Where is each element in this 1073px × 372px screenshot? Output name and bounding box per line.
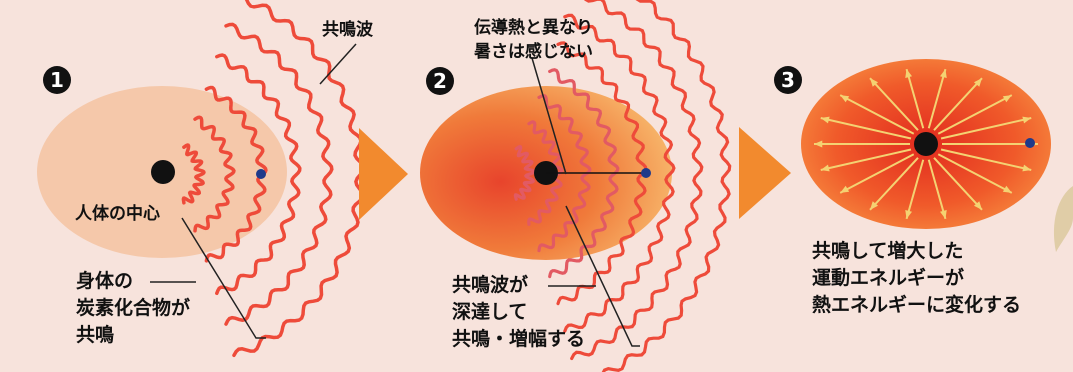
- caption-line: 身体の: [76, 270, 134, 292]
- radial-arrow-head: [820, 164, 830, 172]
- radial-arrow-head: [939, 209, 947, 219]
- radial-arrow: [905, 159, 925, 220]
- radial-arrow-head: [870, 201, 879, 210]
- top-label-leader: [531, 57, 567, 175]
- caption-line: 伝導熱と異なり: [474, 18, 593, 38]
- caption-line: 深達して: [452, 301, 528, 323]
- radial-arrow: [940, 148, 1032, 171]
- radial-arrow-head: [814, 140, 823, 148]
- triangle-arrow-right-icon: [739, 127, 791, 219]
- step-badge-1: 1: [43, 66, 71, 94]
- resonance-wave: [563, 13, 676, 333]
- radial-arrow-head: [840, 185, 850, 193]
- resonance-wave: [548, 68, 620, 279]
- body-center-dot: [914, 132, 938, 156]
- radial-arrow: [940, 117, 1032, 140]
- caption-line: 共鳴・増幅する: [452, 328, 586, 350]
- panel-2-graphic: [420, 0, 732, 372]
- radial-arrow: [839, 153, 915, 194]
- radial-arrow: [937, 94, 1013, 135]
- radial-arrow: [933, 77, 983, 131]
- radial-arrow-head: [973, 201, 982, 210]
- panel-3-graphic: [801, 59, 1051, 229]
- wave-label: 共鳴波: [322, 20, 373, 40]
- radial-arrow: [869, 77, 919, 131]
- radial-arrow-head: [870, 78, 879, 87]
- resonance-waves-deep: [513, 0, 732, 372]
- leaf-decoration: [1053, 186, 1073, 252]
- radial-arrow-head: [1022, 164, 1032, 172]
- resonance-wave: [181, 143, 206, 205]
- panel-2-caption: 共鳴波が 深達して 共鳴・増幅する: [452, 272, 585, 353]
- radial-arrow: [869, 157, 919, 211]
- resonance-wave: [193, 115, 236, 233]
- radial-arrow: [820, 148, 912, 171]
- panel-3-caption: 共鳴して増大した 運動エネルギーが 熱エネルギーに変化する: [812, 238, 1021, 319]
- body-center-label: 人体の中心: [75, 204, 160, 224]
- caption-line: 共鳴波が: [452, 274, 529, 296]
- resonance-wave: [570, 0, 704, 361]
- triangle-arrow-right-icon: [359, 128, 408, 220]
- resonance-wave: [527, 120, 564, 226]
- radial-arrow-head: [905, 209, 913, 219]
- panel-2-top-caption: 伝導熱と異なり 暑さは感じない: [474, 16, 593, 64]
- bottom-label-leader: [181, 217, 266, 339]
- radial-arrow: [933, 157, 983, 211]
- radial-arrow-head: [973, 78, 982, 87]
- carbon-compound-marker: [1025, 138, 1035, 148]
- carbon-compound-marker: [641, 168, 651, 178]
- step-badge-3: 3: [774, 66, 802, 94]
- resonance-wave: [537, 94, 592, 253]
- radial-arrow-head: [905, 69, 913, 79]
- radial-arrow: [905, 68, 925, 129]
- resonance-wave: [215, 53, 302, 296]
- wave-label-leader: [319, 43, 357, 85]
- radial-arrow-head: [1022, 116, 1032, 124]
- resonance-wave: [224, 22, 334, 326]
- carbon-compound-marker: [256, 169, 266, 179]
- resonance-wave: [513, 144, 536, 201]
- radial-arrow-head: [820, 116, 830, 124]
- body-center-dot: [151, 160, 175, 184]
- caption-line: 暑さは感じない: [474, 42, 593, 62]
- radial-arrow: [927, 68, 947, 129]
- caption-line: 共鳴して増大した: [812, 240, 964, 262]
- radial-arrow: [820, 117, 912, 140]
- radial-arrow-head: [939, 69, 947, 79]
- panel-1-graphic: [37, 0, 366, 358]
- radial-arrow-head: [840, 95, 850, 103]
- caption-line: 炭素化合物が: [76, 297, 191, 319]
- radial-arrow: [839, 94, 915, 135]
- radial-arrows-icon: [814, 68, 1038, 220]
- step-badge-2: 2: [426, 67, 454, 95]
- radial-arrow: [937, 153, 1013, 194]
- resonance-wave: [601, 0, 732, 372]
- radial-arrow: [927, 159, 947, 220]
- panel-1-caption: 身体の 炭素化合物が 共鳴: [76, 268, 190, 349]
- caption-line: 運動エネルギーが: [812, 267, 965, 289]
- caption-line: 共鳴: [76, 324, 115, 346]
- radial-arrow-head: [1002, 95, 1012, 103]
- caption-line: 熱エネルギーに変化する: [812, 294, 1022, 316]
- bottom-label-leader: [565, 205, 640, 347]
- radial-arrow-head: [1002, 185, 1012, 193]
